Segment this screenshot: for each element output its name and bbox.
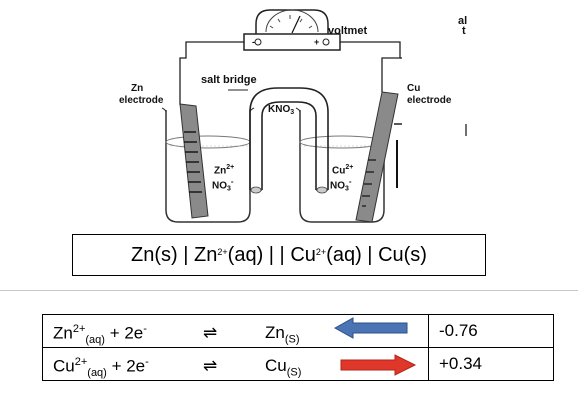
negative-terminal: - <box>252 37 255 47</box>
voltmeter <box>243 9 341 51</box>
reduction-potential-table: Zn2+(aq) + 2e- ⇌ Zn(S) -0.76 Cu2+(aq) + … <box>42 314 554 381</box>
cu-charge: 2+ <box>315 246 327 257</box>
equilibrium-icon: ⇌ <box>203 323 218 342</box>
nitrate-right-label: NO3- <box>330 177 352 193</box>
zn-charge: 2+ <box>217 246 228 257</box>
nitrate-left-label: NO3- <box>212 177 234 193</box>
zn-solid: Zn(s) <box>131 243 178 266</box>
phase-boundary: | <box>183 243 189 266</box>
cu-aq: (aq) <box>326 243 362 266</box>
arrow-left-icon <box>333 317 408 339</box>
left-beaker <box>161 107 255 223</box>
reactant: Zn2+(aq) + 2e- <box>53 323 147 347</box>
arrow-right-icon <box>340 354 417 376</box>
salt-bridge <box>228 87 329 194</box>
cu-electrode <box>355 91 399 223</box>
zn-electrode-label-2: electrode <box>119 95 164 106</box>
half-reaction-cell: Zn2+(aq) + 2e- ⇌ Zn(S) <box>42 314 429 348</box>
kno3-label: KNO3 <box>268 104 295 116</box>
table-row: Cu2+(aq) + 2e- ⇌ Cu(S) +0.34 <box>42 347 554 381</box>
voltmeter-label: voltmet <box>328 25 368 37</box>
external-wire <box>179 41 402 105</box>
product: Cu(S) <box>265 356 302 379</box>
potential-value: +0.34 <box>428 347 554 381</box>
cu-ion: Cu <box>290 243 316 266</box>
cu-electrode-label-2: electrode <box>407 95 452 106</box>
half-reaction-cell: Cu2+(aq) + 2e- ⇌ Cu(S) <box>42 347 429 381</box>
zn-electrode-label-1: Zn <box>131 83 144 94</box>
galvanic-cell-diagram: voltmet - + salt bridge KNO3 Zn electrod… <box>119 9 468 223</box>
cell-notation-box: Zn(s) | Zn2+(aq) | | Cu2+(aq) | Cu(s) <box>72 234 486 276</box>
cu-electrode-label-1: Cu <box>407 83 421 94</box>
positive-terminal: + <box>314 37 320 47</box>
section-divider <box>0 290 578 291</box>
cell-notation: Zn(s) | Zn2+(aq) | | Cu2+(aq) | Cu(s) <box>131 244 427 267</box>
cu-solid: Cu(s) <box>378 243 427 266</box>
table-row: Zn2+(aq) + 2e- ⇌ Zn(S) -0.76 <box>42 314 554 348</box>
reactant: Cu2+(aq) + 2e- <box>53 356 149 380</box>
cell-drawing <box>161 9 467 223</box>
salt-bridge-label: salt bridge <box>201 74 257 86</box>
phase-boundary: | <box>367 243 373 266</box>
product: Zn(S) <box>265 323 300 346</box>
cropped-mark <box>396 140 398 188</box>
equilibrium-icon: ⇌ <box>203 356 218 375</box>
zn-aq: (aq) <box>227 243 264 266</box>
zn-electrode <box>179 103 209 219</box>
zn-ion-label: Zn2+ <box>214 164 235 177</box>
potential-value: -0.76 <box>428 314 554 348</box>
zn-ion: Zn <box>194 243 218 266</box>
cu-ion-label: Cu2+ <box>332 164 354 177</box>
salt-bridge-symbol: | | <box>268 243 285 266</box>
